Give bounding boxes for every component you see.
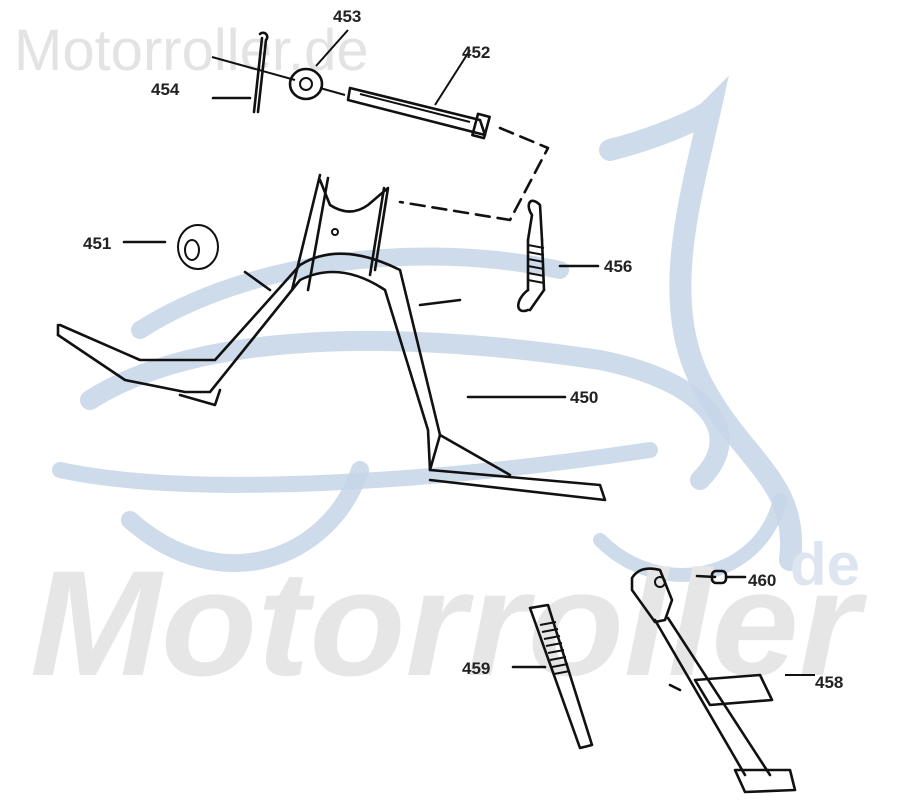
label-458: 458 xyxy=(815,673,843,692)
part-453-washer xyxy=(288,29,349,101)
part-450-main-stand xyxy=(56,173,607,502)
part-454-cotter-pin xyxy=(211,31,269,114)
leader-453 xyxy=(315,29,349,67)
label-451: 451 xyxy=(83,234,111,253)
label-453: 453 xyxy=(333,7,361,26)
part-452-shaft xyxy=(346,49,550,222)
watermark-de: de xyxy=(790,531,860,598)
watermark-top: Motorroller.de xyxy=(14,18,369,83)
part-458-side-stand xyxy=(630,567,815,794)
label-460: 460 xyxy=(748,571,776,590)
watermark-big: Motorroller xyxy=(30,539,868,707)
label-456: 456 xyxy=(604,257,632,276)
part-460-bolt xyxy=(695,569,747,585)
part-451-bushing xyxy=(122,224,219,270)
label-452: 452 xyxy=(462,43,490,62)
label-450: 450 xyxy=(570,388,598,407)
scooter-logo-watermark xyxy=(52,75,803,582)
label-459: 459 xyxy=(462,659,490,678)
label-454: 454 xyxy=(151,80,180,99)
leader-452 xyxy=(434,49,471,106)
part-456-spring xyxy=(516,199,600,313)
part-459-spring xyxy=(511,603,594,750)
